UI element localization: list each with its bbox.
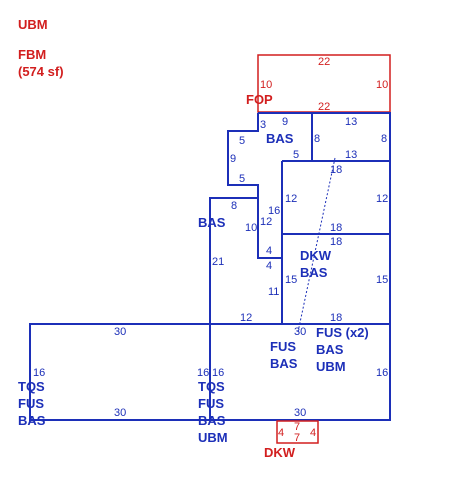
dim-r13-right: 8 <box>381 133 387 145</box>
dim-box1-bottom: 18 <box>330 222 342 234</box>
dim-box2-right: 15 <box>376 274 388 286</box>
dim-big-left: 16 <box>33 367 45 379</box>
room-dkw-bas-1: DKW <box>300 248 332 263</box>
dim-step-16: 16 <box>268 205 280 217</box>
dim-r13-bottom: 13 <box>345 149 357 161</box>
dim-box2-left: 15 <box>285 274 297 286</box>
room-center-1: TQS <box>198 379 225 394</box>
outline-upper-stepped <box>209 112 391 325</box>
room-left-1: TQS <box>18 379 45 394</box>
dim-bas-5a: 5 <box>239 135 245 147</box>
dim-bas-9: 9 <box>282 116 288 128</box>
dim-bas-9b: 9 <box>230 153 236 165</box>
dim-r13-5: 5 <box>293 149 299 161</box>
header-subtitle: FBM <box>18 47 46 62</box>
dim-box1-right: 12 <box>376 193 388 205</box>
dim-side-21: 21 <box>212 256 224 268</box>
room-center-4: UBM <box>198 430 228 445</box>
dim-step-10: 10 <box>245 222 257 234</box>
room-bas-mid: BAS <box>198 215 226 230</box>
room-bas-top: BAS <box>266 131 294 146</box>
dim-fop-left: 10 <box>260 79 272 91</box>
room-fus-x2-3: UBM <box>316 359 346 374</box>
dim-box1-top: 18 <box>330 164 342 176</box>
dim-big-mid-right: 16 <box>212 367 224 379</box>
dotted-diagonal <box>297 157 336 333</box>
dim-dkw-bottom: 7 <box>294 432 300 444</box>
room-center-3: BAS <box>198 413 226 428</box>
dim-bas-5b: 5 <box>239 173 245 185</box>
dim-box2-top: 18 <box>330 236 342 248</box>
dim-step-4b: 4 <box>266 260 272 272</box>
dim-big-mid-left: 16 <box>197 367 209 379</box>
dim-big-bottom-left: 30 <box>114 407 126 419</box>
room-fus-bas-1: FUS <box>270 339 296 354</box>
dim-r13-left: 8 <box>314 133 320 145</box>
header-area: (574 sf) <box>18 64 64 79</box>
dim-step-8: 8 <box>231 200 237 212</box>
dim-side-11: 11 <box>268 286 279 298</box>
dim-big-right: 16 <box>376 367 388 379</box>
dim-dkw-top: 7 <box>294 421 300 433</box>
dim-r13-top: 13 <box>345 116 357 128</box>
dim-fop-bottom: 22 <box>318 101 330 113</box>
dim-big-bottom-right: 30 <box>294 407 306 419</box>
header-title: UBM <box>18 17 48 32</box>
dim-big-30b: 30 <box>294 326 306 338</box>
dim-fop-top: 22 <box>318 56 330 68</box>
room-fus-x2-2: BAS <box>316 342 344 357</box>
dim-box1-left: 12 <box>285 193 297 205</box>
dim-big-top: 30 <box>114 326 126 338</box>
room-dkw-bas-2: BAS <box>300 265 328 280</box>
dim-bot-12: 12 <box>240 312 252 324</box>
room-left-2: FUS <box>18 396 44 411</box>
room-dkw-bottom: DKW <box>264 445 296 460</box>
dim-bas-3: 3 <box>260 119 266 131</box>
outline-lower-block <box>29 323 391 421</box>
dim-step-4a: 4 <box>266 245 272 257</box>
room-left-3: BAS <box>18 413 46 428</box>
room-center-2: FUS <box>198 396 224 411</box>
dim-dkw-right: 4 <box>310 427 316 439</box>
dkw-outline <box>276 420 319 444</box>
room-fus-x2-1: FUS (x2) <box>316 325 369 340</box>
dim-dkw-left: 4 <box>278 427 284 439</box>
dim-fop-right: 10 <box>376 79 388 91</box>
room-fop: FOP <box>246 92 273 107</box>
room-fus-bas-2: BAS <box>270 356 298 371</box>
dim-box2-bottom: 18 <box>330 312 342 324</box>
dim-step-12: 12 <box>260 216 272 228</box>
